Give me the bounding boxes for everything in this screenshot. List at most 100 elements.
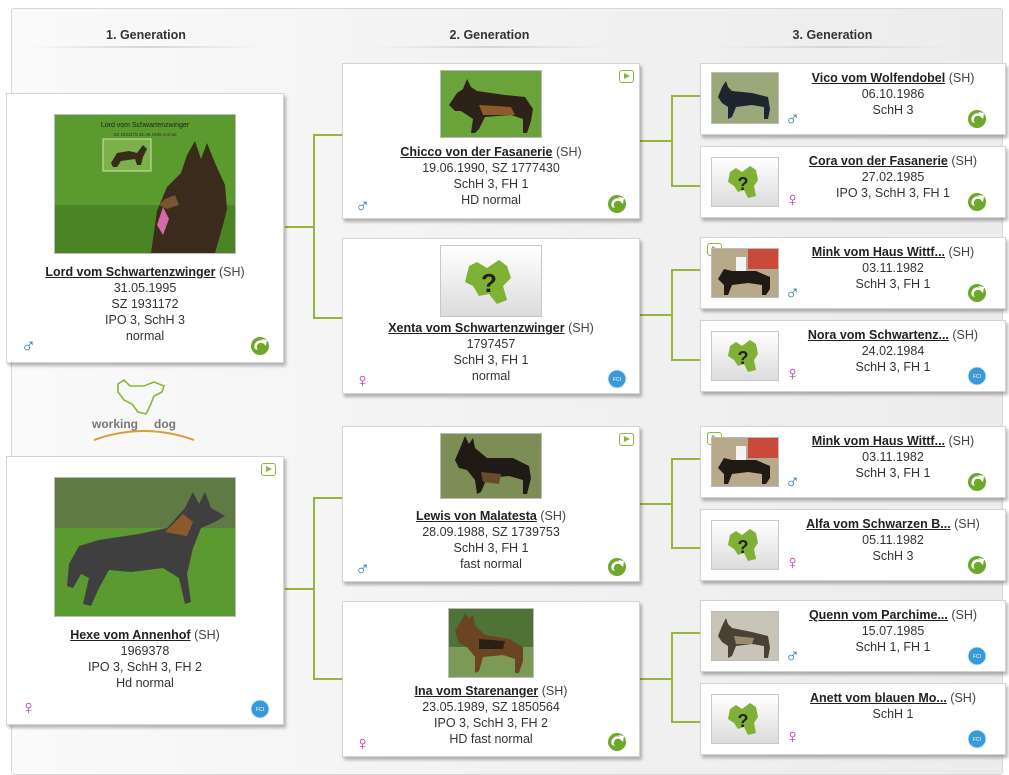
dog-name-link[interactable]: Ina vom Starenanger xyxy=(414,684,539,698)
dog-card-gen2[interactable]: Chicco von der Fasanerie (SH) 19.06.1990… xyxy=(342,63,640,219)
dog-info-line: Hd normal xyxy=(116,676,174,690)
dog-photo[interactable] xyxy=(711,437,779,487)
dog-name-link[interactable]: Vico vom Wolfendobel xyxy=(811,71,946,85)
connector xyxy=(285,588,315,590)
dog-card-gen3[interactable]: Mink vom Haus Wittf... (SH) 03.11.1982 S… xyxy=(700,426,1006,498)
svg-text:FCI: FCI xyxy=(973,654,981,660)
svg-text:FCI: FCI xyxy=(973,737,981,743)
dog-photo[interactable] xyxy=(448,608,534,678)
dog-name-link[interactable]: Mink vom Haus Wittf... xyxy=(811,434,946,448)
connector xyxy=(671,269,673,361)
update-icon[interactable] xyxy=(250,336,270,356)
dog-info-line: 06.10.1986 xyxy=(861,87,925,101)
dog-photo-image xyxy=(55,478,235,616)
dog-info-line: 27.02.1985 xyxy=(861,170,925,184)
unknown-dog-icon: ? xyxy=(465,260,511,304)
male-icon: ♂ xyxy=(785,471,800,493)
dog-photo-image: Lord vom Schwartenzwinger SZ 1931172 31.… xyxy=(55,115,235,253)
dog-card-gen2[interactable]: Lewis von Malatesta (SH) 28.09.1988, SZ … xyxy=(342,426,640,582)
dog-photo[interactable] xyxy=(711,248,779,298)
update-icon[interactable] xyxy=(967,555,987,575)
dog-card-gen3[interactable]: Mink vom Haus Wittf... (SH) 03.11.1982 S… xyxy=(700,237,1006,309)
fci-icon[interactable]: FCI xyxy=(250,699,270,719)
dog-info: Chicco von der Fasanerie (SH) 19.06.1990… xyxy=(343,144,639,208)
male-icon: ♂ xyxy=(355,558,370,580)
dog-photo[interactable] xyxy=(440,433,542,499)
fci-icon[interactable]: FCI xyxy=(607,369,627,389)
dog-name-link[interactable]: Mink vom Haus Wittf... xyxy=(811,245,946,259)
dog-info-line: normal xyxy=(471,369,511,383)
connector xyxy=(671,632,673,723)
dog-info: Lewis von Malatesta (SH) 28.09.1988, SZ … xyxy=(343,508,639,572)
dog-name-link[interactable]: Nora vom Schwartenz... xyxy=(807,328,949,342)
dog-card-gen2[interactable]: Ina vom Starenanger (SH) 23.05.1989, SZ … xyxy=(342,601,640,757)
header-gen-1: 1. Generation xyxy=(30,24,262,48)
connector xyxy=(313,134,343,136)
dog-info-line: HD normal xyxy=(461,193,521,207)
dog-photo[interactable] xyxy=(711,611,779,661)
male-icon: ♂ xyxy=(785,108,800,130)
dog-photo-image xyxy=(712,73,778,123)
dog-info-line: SchH 3, FH 1 xyxy=(453,353,529,367)
dog-name-link[interactable]: Anett vom blauen Mo... xyxy=(810,691,947,705)
dog-photo[interactable] xyxy=(54,477,236,617)
svg-text:?: ? xyxy=(738,537,749,557)
connector xyxy=(313,134,315,319)
logo-word-dog: dog xyxy=(154,417,176,431)
sh-tag: (SH) xyxy=(954,517,980,531)
update-icon[interactable] xyxy=(607,194,627,214)
dog-photo-image xyxy=(441,71,541,137)
dog-card-gen3[interactable]: ? Nora vom Schwartenz... (SH) 24.02.1984… xyxy=(700,320,1006,392)
dog-photo-image xyxy=(712,438,778,486)
dog-card-gen3[interactable]: ? Alfa vom Schwarzen B... (SH) 05.11.198… xyxy=(700,509,1006,581)
dog-card-gen3[interactable]: Vico vom Wolfendobel (SH) 06.10.1986 Sch… xyxy=(700,63,1006,135)
dog-card-gen3[interactable]: ? Cora von der Fasanerie (SH) 27.02.1985… xyxy=(700,146,1006,218)
update-icon[interactable] xyxy=(967,283,987,303)
female-icon: ♀ xyxy=(355,733,370,755)
dog-info: Alfa vom Schwarzen B... (SH) 05.11.1982 … xyxy=(781,516,1005,564)
photo-caption-data: SZ 1931172 31.05.1995 normal xyxy=(114,132,177,137)
sh-tag: (SH) xyxy=(952,328,979,342)
update-icon[interactable] xyxy=(967,192,987,212)
dog-photo[interactable] xyxy=(711,72,779,124)
update-icon[interactable] xyxy=(607,732,627,752)
dog-name-link[interactable]: Lord vom Schwartenzwinger xyxy=(45,265,216,279)
dog-info-line: SchH 3, FH 1 xyxy=(453,177,529,191)
unknown-dog-icon: ? xyxy=(728,529,758,561)
logo-word-working: working xyxy=(91,417,138,431)
video-icon[interactable] xyxy=(261,463,276,476)
dog-info: Hexe vom Annenhof (SH) 1969378 IPO 3, Sc… xyxy=(7,627,283,691)
dog-card-gen3[interactable]: ? Anett vom blauen Mo... (SH) SchH 1 ♀ F… xyxy=(700,683,1006,755)
male-icon: ♂ xyxy=(785,645,800,667)
update-icon[interactable] xyxy=(967,472,987,492)
dog-card-gen3[interactable]: Quenn vom Parchime... (SH) 15.07.1985 Sc… xyxy=(700,600,1006,672)
connector xyxy=(640,503,673,505)
connector xyxy=(313,497,343,499)
video-icon[interactable] xyxy=(619,433,634,446)
female-icon: ♀ xyxy=(785,189,800,211)
connector xyxy=(313,317,343,319)
video-icon[interactable] xyxy=(619,70,634,83)
dog-info: Ina vom Starenanger (SH) 23.05.1989, SZ … xyxy=(343,683,639,747)
fci-icon[interactable]: FCI xyxy=(967,366,987,386)
connector xyxy=(671,458,673,549)
dog-name-link[interactable]: Quenn vom Parchime... xyxy=(808,608,948,622)
fci-icon[interactable]: FCI xyxy=(967,646,987,666)
dog-photo[interactable] xyxy=(440,70,542,138)
dog-name-link[interactable]: Hexe vom Annenhof xyxy=(70,628,191,642)
dog-info: Quenn vom Parchime... (SH) 15.07.1985 Sc… xyxy=(781,607,1005,655)
update-icon[interactable] xyxy=(607,557,627,577)
sh-tag: (SH) xyxy=(568,321,594,335)
dog-info-line: HD fast normal xyxy=(449,732,533,746)
dog-name-link[interactable]: Alfa vom Schwarzen B... xyxy=(806,517,951,531)
update-icon[interactable] xyxy=(967,109,987,129)
fci-icon[interactable]: FCI xyxy=(967,729,987,749)
dog-name-link[interactable]: Xenta vom Schwartenzwinger xyxy=(388,321,565,335)
dog-name-link[interactable]: Lewis von Malatesta xyxy=(415,509,537,523)
dog-card-gen2[interactable]: ? Xenta vom Schwartenzwinger (SH) 179745… xyxy=(342,238,640,394)
dog-card-gen1-sire[interactable]: Lord vom Schwartenzwinger SZ 1931172 31.… xyxy=(6,93,284,363)
dog-name-link[interactable]: Cora von der Fasanerie xyxy=(808,154,948,168)
dog-photo[interactable]: Lord vom Schwartenzwinger SZ 1931172 31.… xyxy=(54,114,236,254)
dog-card-gen1-dam[interactable]: Hexe vom Annenhof (SH) 1969378 IPO 3, Sc… xyxy=(6,456,284,725)
dog-name-link[interactable]: Chicco von der Fasanerie xyxy=(400,145,553,159)
